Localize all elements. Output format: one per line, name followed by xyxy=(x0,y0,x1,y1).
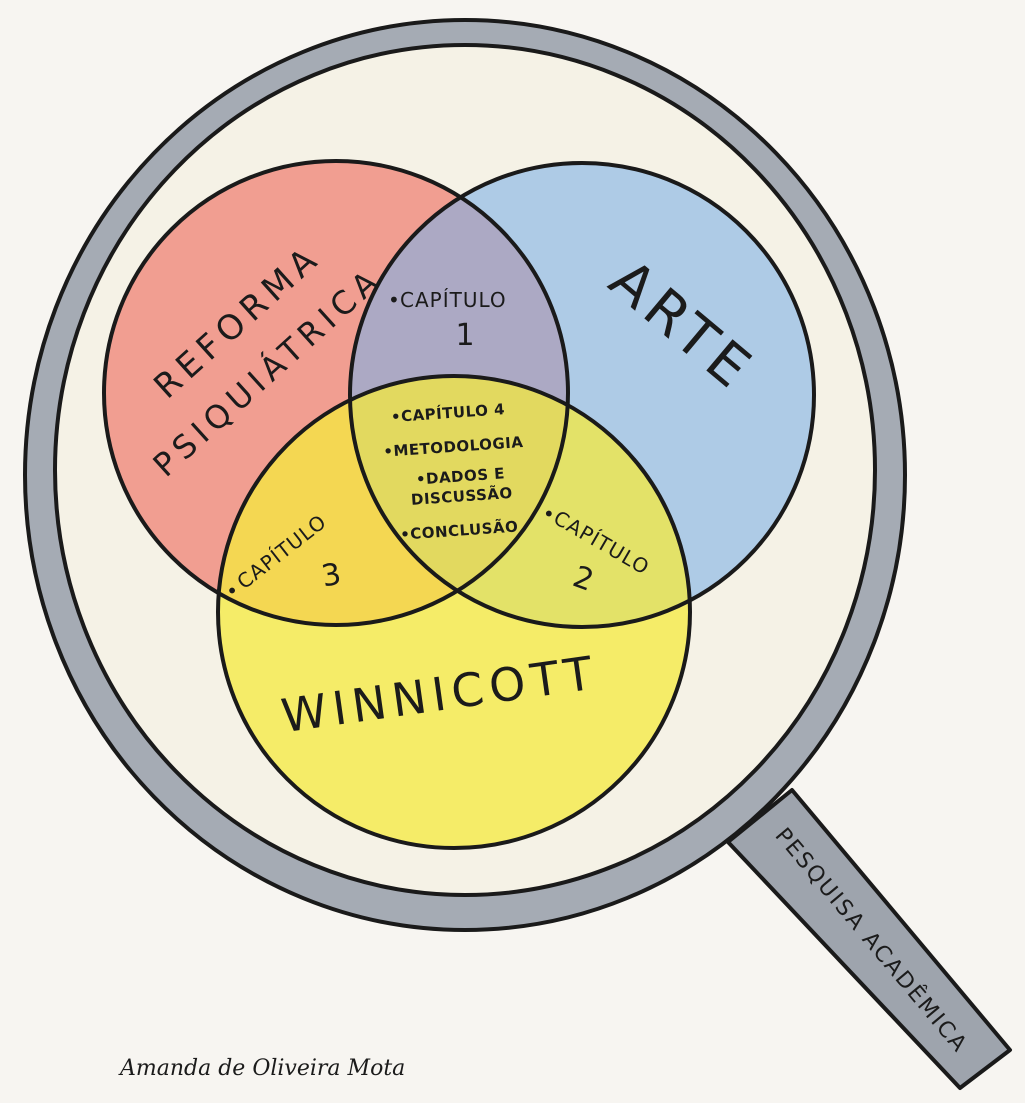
chapter-1-number: 1 xyxy=(455,318,474,353)
handle-label: PESQUISA ACADÊMICA xyxy=(770,823,973,1058)
chapter-1-title: CAPÍTULO xyxy=(400,288,507,312)
signature: Amanda de Oliveira Mota xyxy=(118,1056,405,1081)
chapter-1-bullet: • xyxy=(388,288,401,312)
